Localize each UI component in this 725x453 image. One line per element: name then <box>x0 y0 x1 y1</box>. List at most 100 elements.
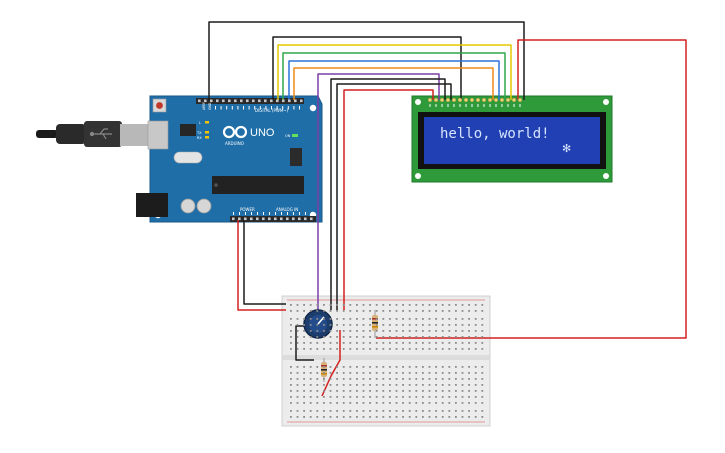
breadboard-hole[interactable] <box>342 318 345 320</box>
breadboard-hole[interactable] <box>481 402 484 404</box>
breadboard-hole[interactable] <box>369 378 371 380</box>
breadboard-hole[interactable] <box>415 318 418 320</box>
breadboard-hole[interactable] <box>356 384 358 386</box>
header-pin[interactable] <box>280 217 283 221</box>
breadboard-hole[interactable] <box>382 336 385 338</box>
breadboard-hole[interactable] <box>441 348 444 350</box>
wire-orange[interactable] <box>293 67 494 100</box>
header-pin[interactable] <box>244 217 247 221</box>
breadboard-hole[interactable] <box>435 366 437 368</box>
breadboard-hole[interactable] <box>455 378 457 380</box>
breadboard-hole[interactable] <box>375 402 378 404</box>
breadboard-hole[interactable] <box>303 318 305 320</box>
breadboard-hole[interactable] <box>474 310 477 312</box>
breadboard-hole[interactable] <box>461 390 464 392</box>
breadboard-hole[interactable] <box>336 410 338 412</box>
breadboard-hole[interactable] <box>362 384 365 386</box>
header-pin[interactable] <box>234 99 237 103</box>
breadboard-hole[interactable] <box>309 402 312 404</box>
breadboard-hole[interactable] <box>316 416 319 418</box>
breadboard-hole[interactable] <box>402 372 404 374</box>
lcd-16x2-module[interactable]: hello, world! ✻ <box>411 95 613 183</box>
breadboard-hole[interactable] <box>395 342 398 344</box>
breadboard-hole[interactable] <box>336 378 338 380</box>
breadboard-hole[interactable] <box>428 304 431 306</box>
breadboard-hole[interactable] <box>296 402 299 404</box>
breadboard-hole[interactable] <box>356 348 358 350</box>
breadboard-hole[interactable] <box>468 416 470 418</box>
breadboard-hole[interactable] <box>395 336 398 338</box>
breadboard-hole[interactable] <box>448 416 451 418</box>
breadboard-hole[interactable] <box>481 410 484 412</box>
breadboard-hole[interactable] <box>303 348 305 350</box>
breadboard-hole[interactable] <box>468 310 470 312</box>
lcd-pin[interactable] <box>505 97 511 103</box>
wire-purple[interactable] <box>317 73 440 310</box>
breadboard-hole[interactable] <box>362 310 365 312</box>
breadboard-hole[interactable] <box>461 336 464 338</box>
breadboard-hole[interactable] <box>415 378 418 380</box>
breadboard-hole[interactable] <box>435 410 437 412</box>
breadboard-hole[interactable] <box>389 348 391 350</box>
breadboard-hole[interactable] <box>382 310 385 312</box>
breadboard-hole[interactable] <box>402 330 404 332</box>
digital-header[interactable] <box>196 98 304 104</box>
breadboard-hole[interactable] <box>408 378 411 380</box>
breadboard-hole[interactable] <box>455 402 457 404</box>
header-pin[interactable] <box>300 99 303 103</box>
breadboard-hole[interactable] <box>428 330 431 332</box>
breadboard-hole[interactable] <box>329 384 332 386</box>
breadboard-hole[interactable] <box>395 390 398 392</box>
breadboard-hole[interactable] <box>303 372 305 374</box>
breadboard-hole[interactable] <box>415 390 418 392</box>
breadboard-hole[interactable] <box>356 402 358 404</box>
wire-black-top[interactable] <box>208 21 525 100</box>
breadboard-hole[interactable] <box>389 330 391 332</box>
breadboard-hole[interactable] <box>389 324 391 326</box>
breadboard-hole[interactable] <box>349 330 352 332</box>
breadboard-hole[interactable] <box>408 396 411 398</box>
lcd-pin[interactable] <box>493 97 499 103</box>
breadboard-hole[interactable] <box>356 396 358 398</box>
header-pin[interactable] <box>240 99 243 103</box>
breadboard-hole[interactable] <box>474 324 477 326</box>
breadboard-hole[interactable] <box>336 396 338 398</box>
breadboard-hole[interactable] <box>389 384 391 386</box>
breadboard-hole[interactable] <box>369 336 371 338</box>
breadboard-hole[interactable] <box>455 384 457 386</box>
breadboard-hole[interactable] <box>303 324 305 326</box>
breadboard-hole[interactable] <box>422 384 424 386</box>
breadboard-hole[interactable] <box>474 402 477 404</box>
breadboard-hole[interactable] <box>428 318 431 320</box>
breadboard-hole[interactable] <box>309 310 312 312</box>
breadboard-hole[interactable] <box>448 378 451 380</box>
breadboard-hole[interactable] <box>362 378 365 380</box>
breadboard-hole[interactable] <box>415 310 418 312</box>
wire-green[interactable] <box>282 52 506 100</box>
breadboard-hole[interactable] <box>455 342 457 344</box>
breadboard-hole[interactable] <box>422 310 424 312</box>
breadboard-hole[interactable] <box>455 396 457 398</box>
breadboard-hole[interactable] <box>329 324 332 326</box>
breadboard-hole[interactable] <box>441 342 444 344</box>
breadboard-hole[interactable] <box>402 310 404 312</box>
breadboard-hole[interactable] <box>402 336 404 338</box>
breadboard-hole[interactable] <box>329 378 332 380</box>
breadboard-hole[interactable] <box>375 304 378 306</box>
breadboard-hole[interactable] <box>329 348 332 350</box>
breadboard-hole[interactable] <box>395 410 398 412</box>
breadboard-hole[interactable] <box>342 372 345 374</box>
breadboard-hole[interactable] <box>415 410 418 412</box>
breadboard-hole[interactable] <box>375 410 378 412</box>
header-pin[interactable] <box>286 217 289 221</box>
breadboard-hole[interactable] <box>342 348 345 350</box>
breadboard-hole[interactable] <box>408 366 411 368</box>
breadboard-hole[interactable] <box>382 390 385 392</box>
breadboard-hole[interactable] <box>309 410 312 412</box>
breadboard-hole[interactable] <box>448 342 451 344</box>
breadboard-hole[interactable] <box>474 348 477 350</box>
breadboard-hole[interactable] <box>408 384 411 386</box>
breadboard-hole[interactable] <box>448 310 451 312</box>
header-pin[interactable] <box>274 217 277 221</box>
breadboard-hole[interactable] <box>336 372 338 374</box>
